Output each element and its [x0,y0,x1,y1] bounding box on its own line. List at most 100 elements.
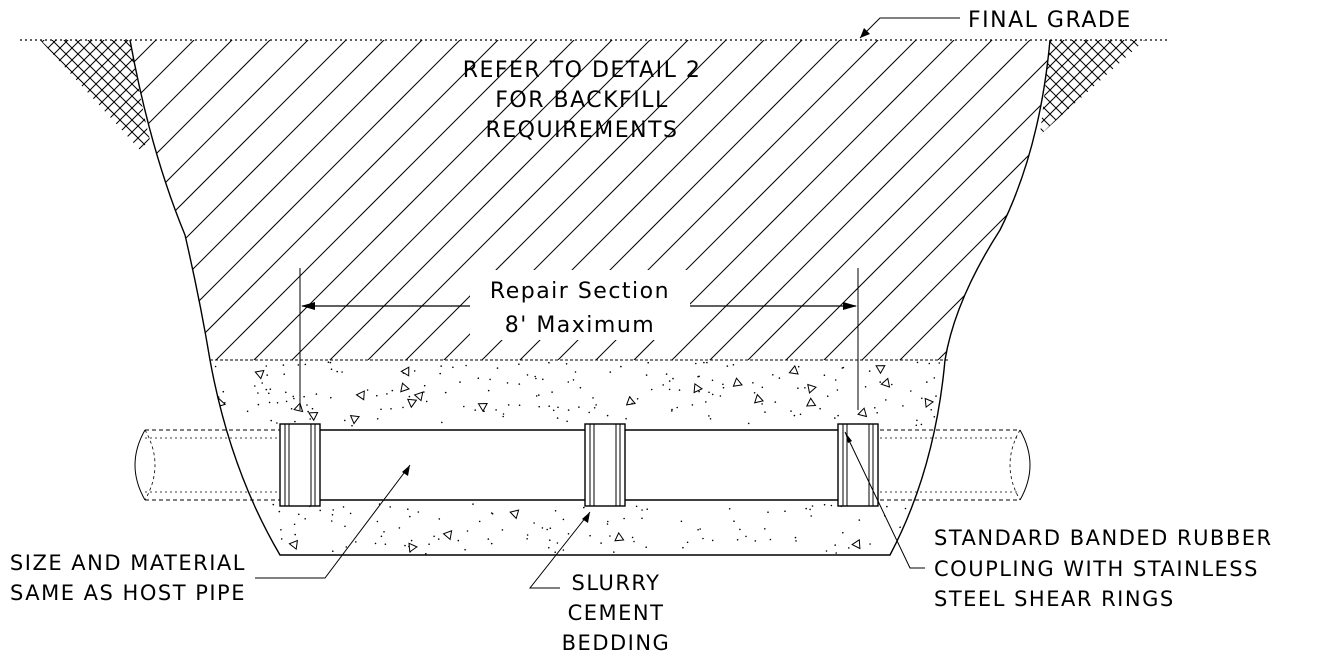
bedding-aggregate-triangle [509,509,520,520]
bedding-stipple-dot [495,409,497,411]
bedding-stipple-dot [708,415,710,417]
bedding-stipple-dot [526,374,529,376]
bedding-stipple-dot [698,375,700,378]
bedding-stipple-dot [459,381,461,383]
bedding-stipple-dot [836,389,839,391]
bedding-stipple-dot [869,543,871,545]
bedding-stipple-dot [891,383,893,386]
bedding-stipple-dot [294,533,297,536]
bedding-stipple-dot [534,375,536,378]
backfill-hatch-line [130,40,425,360]
bedding-stipple-dot [376,520,379,523]
bedding-stipple-dot [366,389,369,391]
backfill-hatch-line [763,40,1050,360]
bedding-stipple-dot [841,367,844,369]
bedding-stipple-dot [904,507,907,510]
bedding-stipple-dot [916,419,918,422]
leader-arrowheads [402,28,870,523]
bedding-stipple-dot [811,505,814,507]
repair-section-line-1: Repair Section [490,279,670,304]
bedding-stipple-dot [331,514,334,516]
bedding-stipple-dot [466,530,469,532]
bedding-stipple-dot [425,552,427,555]
bedding-aggregate-triangle [210,514,220,526]
bedding-stipple-dot [282,364,285,366]
bedding-stipple-dot [579,386,582,389]
bedding-stipple-dot [463,405,465,408]
bedding-stipple-dot [795,540,797,542]
bedding-stipple-dot [341,371,343,373]
bedding-stipple-dot [276,422,278,424]
bedding-stipple-dot [249,530,251,533]
coupling-note-line-2: COUPLING WITH STAINLESS [934,557,1259,581]
backfill-hatch-line [535,40,957,360]
backfill-hatch-line [421,40,843,360]
bedding-aggregate-triangle [349,415,361,425]
bedding-stipple-dot [218,420,221,423]
pipe-note-line-2: SAME AS HOST PIPE [10,581,246,605]
bedding-stipple-dot [767,511,769,513]
bedding-stipple-dot [916,506,919,509]
bedding-stipple-dot [266,374,269,376]
bedding-stipple-dot [330,520,333,522]
bedding-stipple-dot [682,546,684,549]
bedding-stipple-dot [507,404,510,406]
bedding-stipple-dot [747,422,750,425]
bedding-stipple-dot [474,409,477,411]
bedding-stipple-dot [790,410,792,412]
bedding-stipple-dot [293,397,295,400]
bedding-aggregate-triangle [222,506,233,517]
bedding-stipple-dot [722,386,725,389]
bedding-stipple-dot [263,529,265,532]
backfill-hatch-line [497,40,919,360]
bedding-stipple-dot [935,395,937,397]
bedding-stipple-dot [600,542,602,544]
bedding-stipple-dot [535,377,537,380]
bedding-aggregate-triangle [924,397,935,409]
bedding-stipple-dot [933,377,936,379]
backfill-hatch-line [130,40,463,360]
bedding-stipple-dot [793,414,796,417]
bedding-stipple-dot [672,377,674,380]
pipe-note-line-1: SIZE AND MATERIAL [10,551,246,575]
bedding-stipple-dot [548,361,550,364]
bedding-stipple-dot [623,517,625,520]
bedding-aggregate-triangle [254,369,265,380]
bedding-stipple-dot [285,391,287,394]
bedding-stipple-dot [593,407,596,409]
bedding-stipple-dot [885,399,887,401]
bedding-stipple-dot [222,390,225,393]
bedding-stipple-dot [518,404,521,407]
bedding-stipple-dot [647,361,649,364]
banded-rubber-coupling [584,423,626,507]
bedding-stipple-dot [506,382,509,384]
bedding-stipple-dot [283,373,286,376]
bedding-stipple-dot [778,377,781,379]
bedding-stipple-dot [752,382,754,384]
bedding-stipple-dot [589,534,591,537]
bedding-aggregate-triangle [288,539,299,551]
bedding-stipple-dot [842,531,844,534]
bedding-stipple-dot [686,541,689,544]
bedding-stipple-dot [834,544,836,546]
bedding-stipple-dot [705,401,707,403]
bedding-stipple-dot [548,405,550,408]
bedding-stipple-dot [229,521,232,523]
bedding-stipple-dot [728,508,731,510]
bedding-stipple-dot [249,503,252,506]
bedding-stipple-dot [797,365,800,368]
backfill-hatch-line [573,40,995,360]
bedding-stipple-dot [834,379,837,381]
bedding-stipple-dot [355,541,357,543]
bedding-stipple-dot [478,520,481,523]
bedding-stipple-dot [330,368,333,371]
bedding-stipple-dot [583,506,585,509]
bedding-stipple-dot [552,409,555,412]
bedding-stipple-dot [695,362,697,365]
bedding-stipple-dot [574,371,577,373]
backfill-hatch-line [193,40,615,360]
bedding-stipple-dot [645,546,647,548]
backfill-hatch-line [915,40,1050,360]
backfill-hatch-line [130,40,501,360]
bedding-stipple-dot [592,397,594,399]
